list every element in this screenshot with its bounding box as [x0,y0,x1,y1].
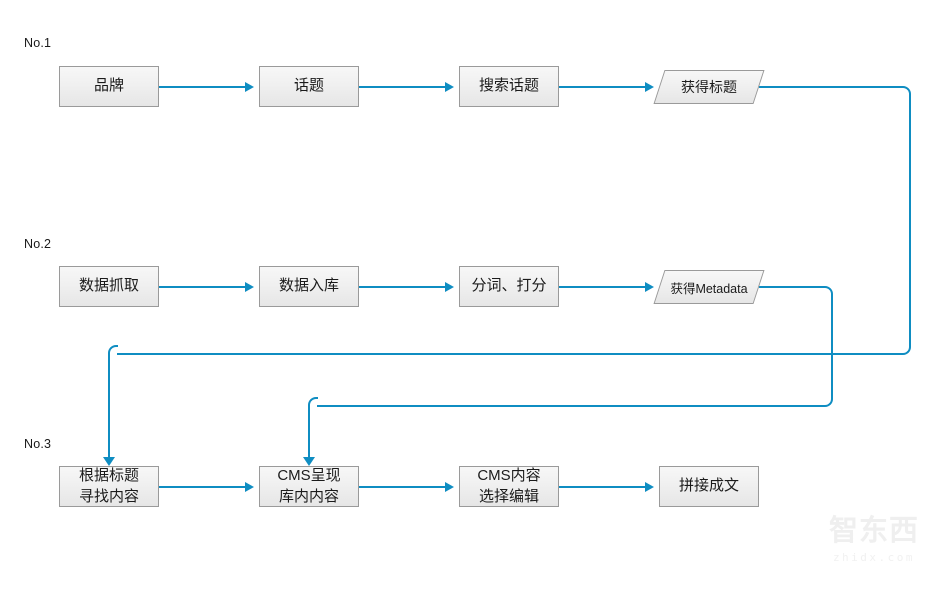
node-get-metadata-label: 获得Metadata [670,281,748,296]
pathA-corner-top-right [901,86,911,96]
node-get-metadata[interactable]: 获得Metadata [653,270,765,304]
pathB-corner-top-right [823,286,833,296]
connector-r3n3-to-r3n4 [559,486,645,488]
pathA-seg-mid-horizontal [117,353,903,355]
node-topic-label: 话题 [293,77,324,95]
node-cms-content-edit-line1: CMS内容 [477,467,541,485]
node-get-title[interactable]: 获得标题 [653,70,765,104]
node-cms-content-edit-line2: 选择编辑 [478,487,539,505]
watermark-en-text: zhidx.com [832,551,916,564]
pathA-corner-left [108,345,118,355]
node-assemble-article[interactable]: 拼接成文 [659,466,759,507]
connector-r2n3-to-r2n4 [559,286,645,288]
arrowhead-r3n2 [245,482,254,492]
node-data-store-label: 数据入库 [278,277,339,295]
pathA-seg-top-horizontal [759,86,903,88]
arrowhead-r3n2-top [303,457,315,466]
node-find-content-by-title[interactable]: 根据标题 寻找内容 [59,466,159,507]
row-label-no2: No.2 [24,237,52,251]
node-data-crawl-label: 数据抓取 [78,277,139,295]
node-cms-present-library-line1: CMS呈现 [277,467,341,485]
arrowhead-r3n3 [445,482,454,492]
arrowhead-r2n3 [445,282,454,292]
arrowhead-r1n4 [645,82,654,92]
watermark: 智东西 zhidx.com [813,516,935,586]
pathB-seg-top-horizontal [759,286,825,288]
node-search-topic[interactable]: 搜索话题 [459,66,559,107]
node-data-store[interactable]: 数据入库 [259,266,359,307]
node-search-topic-label: 搜索话题 [478,77,539,95]
pathB-seg-mid-horizontal [317,405,825,407]
node-find-content-by-title-line1: 根据标题 [78,467,139,485]
pathA-corner-bottom-right [901,345,911,355]
node-data-crawl[interactable]: 数据抓取 [59,266,159,307]
connector-r3n1-to-r3n2 [159,486,245,488]
node-topic[interactable]: 话题 [259,66,359,107]
node-find-content-by-title-line2: 寻找内容 [78,487,139,505]
pathB-corner-bottom-right [823,397,833,407]
row-label-no3: No.3 [24,437,52,451]
arrowhead-r2n2 [245,282,254,292]
row-label-no1: No.1 [24,36,52,50]
connector-r2n1-to-r2n2 [159,286,245,288]
connector-r3n2-to-r3n3 [359,486,445,488]
node-brand-label: 品牌 [93,77,124,95]
arrowhead-r3n1-top [103,457,115,466]
pathB-seg-right-vertical [831,294,833,399]
arrowhead-r1n2 [245,82,254,92]
node-brand[interactable]: 品牌 [59,66,159,107]
arrowhead-r1n3 [445,82,454,92]
node-segment-score[interactable]: 分词、打分 [459,266,559,307]
connector-r1n3-to-r1n4 [559,86,645,88]
connector-r1n2-to-r1n3 [359,86,445,88]
connector-r2n2-to-r2n3 [359,286,445,288]
node-segment-score-label: 分词、打分 [471,277,547,295]
arrowhead-r3n4 [645,482,654,492]
node-cms-present-library-line2: 库内内容 [278,487,339,505]
node-cms-content-edit[interactable]: CMS内容 选择编辑 [459,466,559,507]
pathA-seg-right-vertical [909,94,911,347]
pathB-corner-left [308,397,318,407]
pathB-seg-down-vertical [308,405,310,463]
pathA-seg-down-vertical [108,353,110,463]
node-assemble-article-label: 拼接成文 [678,477,739,495]
connector-r1n1-to-r1n2 [159,86,245,88]
watermark-cn-text: 智东西 [828,513,919,547]
node-get-title-label: 获得标题 [681,79,737,95]
node-cms-present-library[interactable]: CMS呈现 库内内容 [259,466,359,507]
arrowhead-r2n4 [645,282,654,292]
